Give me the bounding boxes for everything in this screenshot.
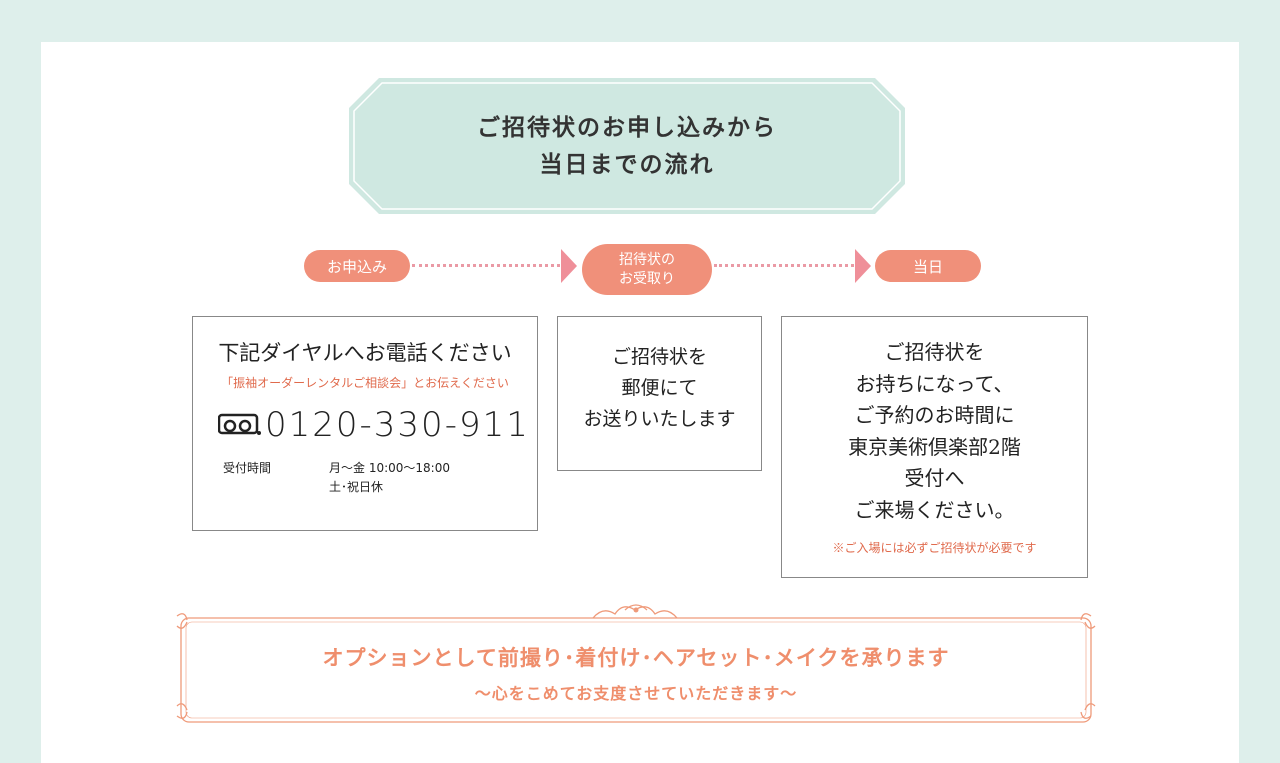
phone-heading: 下記ダイヤルへお電話ください	[218, 341, 512, 365]
event-day-note: ※ご入場には必ずご招待状が必要です	[832, 541, 1037, 555]
event-day-box: ご招待状を お持ちになって、 ご予約のお時間に 東京美術倶楽部2階 受付へ ご来…	[781, 316, 1088, 578]
step-apply: お申込み	[304, 250, 410, 282]
options-main-text: オプションとして前撮り･着付け･ヘアセット･メイクを承ります	[322, 645, 950, 670]
freedial-icon	[218, 413, 261, 435]
mail-line: お送りいたします	[583, 408, 736, 430]
phone-number[interactable]: 0120-330-911	[265, 405, 530, 445]
step-receive-line-2: お受取り	[619, 270, 675, 287]
mail-box: ご招待状を 郵便にて お送りいたします	[557, 316, 762, 471]
phone-line: 0120-330-911	[218, 405, 530, 445]
phone-box: 下記ダイヤルへお電話ください 「振袖オーダーレンタルご相談会」とお伝えください …	[192, 316, 538, 531]
options-banner: オプションとして前撮り･着付け･ヘアセット･メイクを承ります 〜心をこめてお支度…	[173, 604, 1099, 724]
step-connector-dots	[412, 264, 560, 267]
hours-weekday: 月〜金 10:00〜18:00	[329, 461, 450, 475]
mail-line: ご招待状を	[611, 346, 707, 368]
options-sub-text: 〜心をこめてお支度させていただきます〜	[474, 684, 798, 703]
event-line: ご来場ください。	[854, 497, 1015, 522]
event-line: ご予約のお時間に	[854, 403, 1015, 427]
event-line: 東京美術倶楽部2階	[848, 434, 1021, 459]
title-line-1: ご招待状のお申し込みから	[477, 114, 777, 141]
event-day-text: ご招待状を お持ちになって、 ご予約のお時間に 東京美術倶楽部2階 受付へ ご来…	[782, 337, 1087, 526]
step-connector-dots	[714, 264, 854, 267]
phone-note: 「振袖オーダーレンタルご相談会」とお伝えください	[221, 376, 509, 390]
step-arrow-icon	[561, 249, 577, 283]
hours-values: 月〜金 10:00〜18:00 土･祝日休	[329, 459, 450, 497]
step-receive-line-1: 招待状の	[619, 251, 675, 268]
event-line: ご招待状を	[884, 340, 985, 364]
step-event-day: 当日	[875, 250, 981, 282]
mail-text: ご招待状を 郵便にて お送りいたします	[558, 342, 761, 435]
ornament-frame	[176, 604, 1096, 723]
flow-title: ご招待状のお申し込みから 当日までの流れ	[349, 78, 905, 214]
title-octagon-frame	[349, 78, 905, 214]
mail-line: 郵便にて	[621, 377, 698, 399]
event-line: 受付へ	[904, 466, 965, 490]
hours-label: 受付時間	[223, 461, 272, 475]
step-receive-invitation: 招待状の お受取り	[582, 244, 712, 295]
step-arrow-icon	[855, 249, 871, 283]
event-line: お持ちになって、	[855, 371, 1014, 396]
title-line-2: 当日までの流れ	[539, 151, 715, 178]
hours-closed: 土･祝日休	[329, 480, 384, 494]
